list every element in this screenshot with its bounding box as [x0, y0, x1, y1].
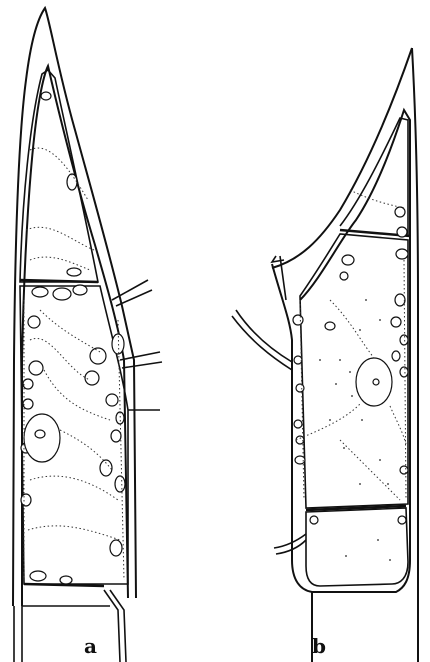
panel-a-drawing: [13, 8, 162, 662]
middle-cell-b: [300, 234, 408, 508]
vacuole: [325, 322, 335, 330]
vacuole: [342, 255, 354, 265]
panel-b-speckles: [319, 299, 391, 561]
vacuole: [400, 367, 408, 377]
branch-b-bottom: [274, 534, 306, 554]
vacuole: [115, 476, 125, 492]
vacuole: [293, 315, 303, 325]
vacuole: [35, 430, 45, 438]
vacuole: [340, 272, 348, 280]
terminal-cell-a: [20, 70, 98, 282]
vacuole: [21, 494, 31, 506]
vacuole: [60, 576, 72, 584]
vacuole: [116, 412, 124, 424]
vacuole: [400, 335, 408, 345]
vacuole: [85, 371, 99, 385]
panel-label-b: b: [312, 636, 326, 656]
vacuole: [395, 294, 405, 306]
vacuole: [392, 351, 400, 361]
panel-b-strands: [296, 190, 406, 500]
vacuole: [111, 430, 121, 442]
vacuole: [400, 466, 408, 474]
vacuole: [391, 317, 401, 327]
vacuole: [395, 207, 405, 217]
vacuole: [53, 288, 71, 300]
vacuole: [30, 571, 46, 581]
vacuole: [67, 268, 81, 276]
branch-b-left: [232, 310, 292, 370]
vacuole: [90, 348, 106, 364]
vacuole: [396, 249, 408, 259]
vacuole: [106, 394, 118, 406]
vacuole: [296, 384, 304, 392]
bottom-cell-a: [14, 590, 126, 662]
vacuole: [29, 361, 43, 375]
panel-b-drawing: [232, 48, 418, 662]
vacuole: [397, 227, 407, 237]
vacuole: [310, 516, 318, 524]
panel-b-vacuoles: [293, 207, 408, 524]
lower-cell-b: [306, 508, 408, 586]
vacuole: [110, 540, 122, 556]
panel-label-a: a: [84, 636, 97, 656]
upper-cell-b: [340, 118, 408, 236]
outer-wall-a: [13, 8, 136, 606]
vacuole: [28, 316, 40, 328]
vacuole: [294, 420, 302, 428]
vacuole: [41, 92, 51, 100]
vacuole: [73, 285, 87, 295]
vacuole: [67, 174, 77, 190]
vacuole: [373, 379, 379, 385]
vacuole: [398, 516, 406, 524]
vacuole: [32, 287, 48, 297]
